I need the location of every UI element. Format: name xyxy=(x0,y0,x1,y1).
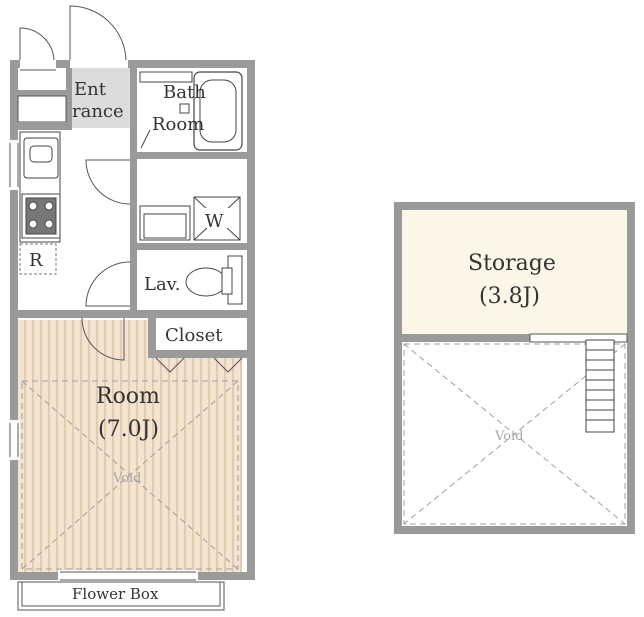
entrance-label-1: Ent xyxy=(74,79,107,100)
loft-void-label: Void xyxy=(494,429,524,444)
bath-label-2: Room xyxy=(152,114,204,135)
interior-walls xyxy=(18,68,247,358)
room-label: Room xyxy=(96,384,160,409)
fridge-space xyxy=(19,243,57,275)
room-void-label: Void xyxy=(112,471,142,486)
washer-label: W xyxy=(205,211,224,232)
flower-box xyxy=(17,581,225,611)
interior-doors xyxy=(81,159,131,361)
closet-label: Closet xyxy=(165,325,223,346)
flower-box-label: Flower Box xyxy=(72,585,159,603)
room-size-label: (7.0J) xyxy=(98,417,159,442)
room-void-lines xyxy=(21,380,239,570)
closet-area xyxy=(156,318,242,350)
ladder xyxy=(585,339,615,433)
bath-room: Bath Room xyxy=(137,68,247,152)
room-floor xyxy=(18,320,242,572)
kitchen xyxy=(19,131,61,243)
washer-area xyxy=(139,196,241,241)
entrance-doors xyxy=(19,5,127,61)
bath-label-1: Bath xyxy=(163,82,206,103)
storage-size-label: (3.8J) xyxy=(479,284,540,309)
loft-floor: Storage (3.8J) Void xyxy=(394,202,635,534)
fridge-label: R xyxy=(29,250,43,271)
loft-void-lines xyxy=(403,343,626,525)
main-floor: Ent rance Bath xyxy=(8,5,255,611)
storage-label: Storage xyxy=(468,251,556,276)
lavatory xyxy=(137,250,247,310)
storage-area xyxy=(402,210,627,334)
lav-label: Lav. xyxy=(144,274,180,295)
entrance-label-2: rance xyxy=(72,101,124,122)
